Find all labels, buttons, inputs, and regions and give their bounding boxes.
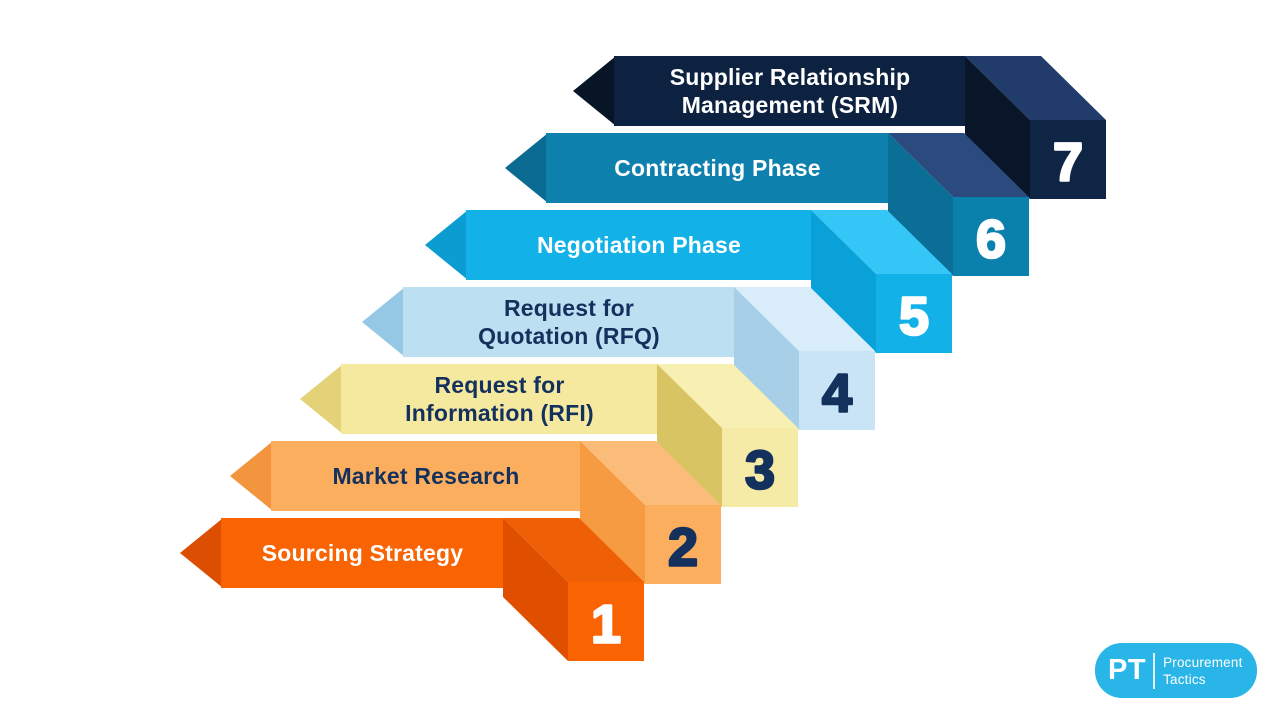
step-label-line: Supplier Relationship (670, 64, 911, 90)
step-arrowhead (425, 210, 468, 280)
step-side-face (657, 364, 722, 507)
step-number-block (568, 582, 644, 661)
step-sourcing-strategy: 1 Sourcing Strategy (180, 518, 644, 661)
step-number-block (1030, 120, 1106, 199)
step-negotiation-phase: 5 Negotiation Phase (425, 210, 952, 353)
step-number: 1 (591, 595, 621, 655)
step-side-face (888, 133, 953, 276)
step-arrowhead (180, 518, 223, 588)
step-arrowhead (362, 287, 405, 357)
step-label-line: Information (RFI) (405, 400, 594, 426)
step-market-research: 2 Market Research (230, 441, 721, 584)
step-top-face (580, 441, 721, 505)
procurement-tactics-logo: PT Procurement Tactics (1095, 643, 1257, 698)
step-label-line: Quotation (RFQ) (478, 323, 660, 349)
step-side-face (811, 210, 876, 353)
step-side-face (580, 441, 645, 584)
step-number: 3 (745, 441, 775, 501)
step-number-block (953, 197, 1029, 276)
step-arrowhead (573, 56, 616, 126)
step-arrowhead (230, 441, 273, 511)
step-number: 5 (899, 287, 929, 347)
logo-name-line: Tactics (1163, 671, 1206, 687)
step-arrowhead (300, 364, 343, 434)
step-top-face (811, 210, 952, 274)
logo-name: Procurement Tactics (1163, 654, 1242, 688)
step-contracting-phase: 6 Contracting Phase (505, 133, 1029, 276)
step-label-line: Market Research (332, 463, 519, 489)
step-band (546, 133, 888, 203)
step-number-block (722, 428, 798, 507)
step-side-face (503, 518, 568, 661)
step-number-block (645, 505, 721, 584)
step-label-line: Management (SRM) (682, 92, 899, 118)
step-number: 4 (822, 364, 852, 424)
step-number-block (876, 274, 952, 353)
step-label: Sourcing Strategy (262, 540, 464, 566)
step-label: Market Research (332, 463, 519, 489)
step-band (466, 210, 811, 280)
step-top-face (734, 287, 875, 351)
step-side-face (965, 56, 1030, 199)
step-number: 7 (1053, 133, 1083, 193)
step-label-line: Sourcing Strategy (262, 540, 464, 566)
step-label: Negotiation Phase (537, 232, 741, 258)
logo-divider (1153, 652, 1156, 689)
step-band (221, 518, 503, 588)
step-label-line: Request for (504, 295, 634, 321)
step-band (403, 287, 734, 357)
step-top-face (888, 133, 1029, 197)
step-side-face (734, 287, 799, 430)
logo-name-line: Procurement (1163, 654, 1243, 670)
step-band (271, 441, 580, 511)
step-band (614, 56, 965, 126)
step-number: 2 (668, 518, 698, 578)
step-label-line: Request for (435, 372, 565, 398)
logo-abbr: PT (1108, 654, 1147, 686)
step-label-line: Negotiation Phase (537, 232, 741, 258)
step-band (341, 364, 657, 434)
step-top-face (657, 364, 798, 428)
step-top-face (503, 518, 644, 582)
step-label: Contracting Phase (614, 155, 821, 181)
step-arrowhead (505, 133, 548, 203)
step-number-block (799, 351, 875, 430)
step-number: 6 (976, 210, 1006, 270)
step-top-face (965, 56, 1106, 120)
step-label-line: Contracting Phase (614, 155, 821, 181)
